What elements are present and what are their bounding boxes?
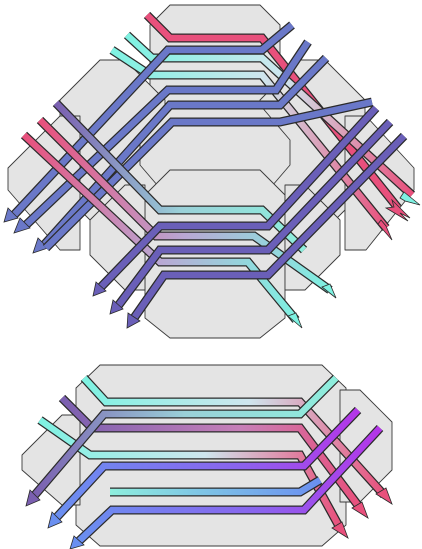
upper-arrowhead-cyan-2 [288,313,302,328]
